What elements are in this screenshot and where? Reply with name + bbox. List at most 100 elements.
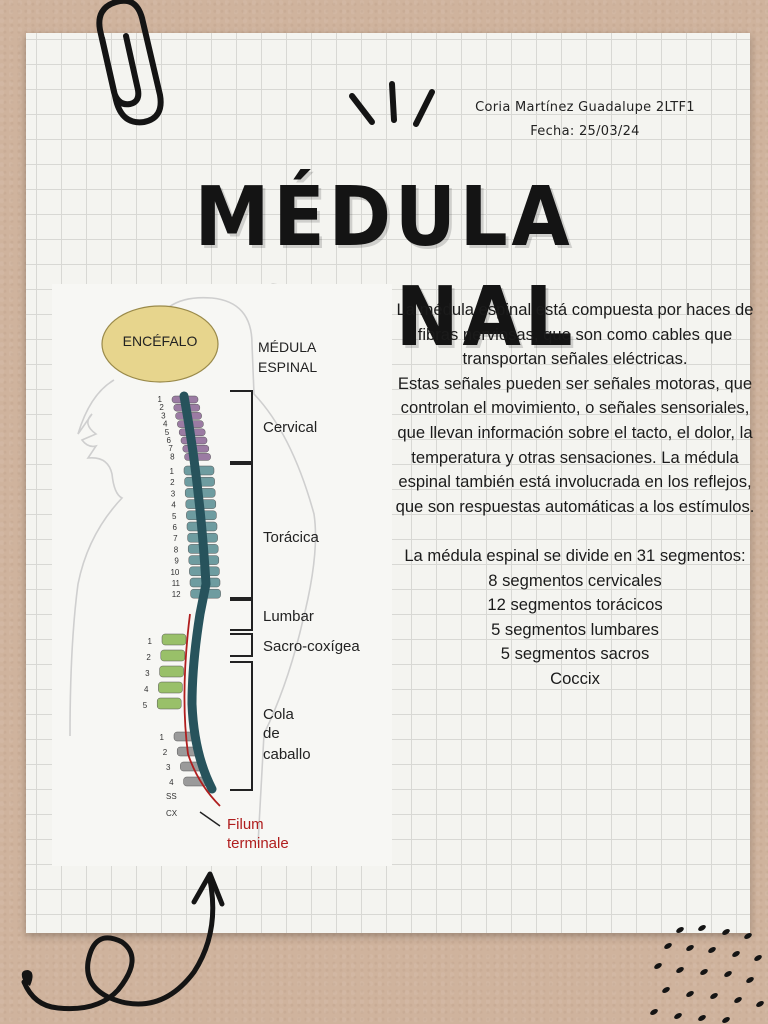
dot-mark	[676, 927, 684, 933]
vertebra-number-cervical: 8	[170, 452, 175, 461]
brain-label: ENCÉFALO	[123, 333, 198, 349]
vertebra-number-sacral: 2	[163, 748, 168, 757]
label-de: de	[263, 725, 280, 742]
vertebra-number-sacral: 1	[160, 733, 165, 742]
filum-pointer	[199, 811, 221, 827]
vertebra-lumbar	[158, 681, 183, 694]
label-toracica: Torácica	[263, 529, 320, 546]
bracket-lumbar	[230, 599, 253, 631]
dot-mark	[708, 947, 716, 953]
cord-label-2: ESPINAL	[258, 359, 317, 375]
dot-mark	[710, 993, 718, 999]
dots-doodle-icon	[650, 925, 764, 1023]
dot-mark	[756, 1001, 764, 1007]
vertebra-number-lumbar: 5	[143, 701, 148, 710]
label-cx: CX	[166, 809, 178, 818]
dot-mark	[650, 1009, 658, 1015]
spine-svg: ENCÉFALO MÉDULA ESPINAL 1234567812345678…	[69, 296, 360, 852]
paragraph-1: La médula espinal está compuesta por hac…	[396, 300, 754, 369]
vertebra-lumbar	[160, 649, 186, 662]
vertebra-number-thoracic: 1	[170, 467, 175, 476]
dot-mark	[654, 963, 662, 969]
segment-item: Coccix	[550, 668, 600, 688]
bracket-cervical	[230, 390, 253, 463]
bracket-thoracic	[230, 463, 253, 599]
dot-mark	[676, 967, 684, 973]
vertebra-number-thoracic: 4	[171, 501, 176, 510]
vertebra-number-sacral: 3	[166, 763, 171, 772]
dot-mark	[732, 951, 740, 957]
dot-mark	[746, 977, 754, 983]
dot-mark	[754, 955, 762, 961]
vertebra-number-thoracic: 3	[171, 489, 176, 498]
dot-mark	[662, 987, 670, 993]
paragraph-gap	[394, 519, 756, 544]
vertebra-number-lumbar: 1	[148, 637, 153, 646]
vertebra-number-cervical: 3	[161, 411, 166, 420]
vertebra-lumbar	[161, 633, 187, 646]
dot-mark	[698, 1015, 706, 1021]
cord-label-1: MÉDULA	[258, 339, 317, 355]
bracket-sacral	[230, 633, 253, 657]
vertebra-lumbar	[159, 665, 184, 678]
vertebra-number-thoracic: 11	[172, 579, 181, 588]
vertebra-number-thoracic: 10	[170, 568, 179, 577]
vertebra-number-thoracic: 12	[172, 590, 181, 599]
spark-doodle-icon	[349, 81, 435, 127]
curly-arrow-icon	[21, 871, 225, 1012]
dot-mark	[686, 991, 694, 997]
dot-mark	[722, 1017, 730, 1023]
label-sacro: Sacro-coxígea	[263, 638, 360, 655]
label-lumbar: Lumbar	[263, 608, 314, 625]
segment-item: 5 segmentos lumbares	[491, 619, 659, 639]
dot-mark	[744, 933, 752, 939]
dot-mark	[722, 929, 730, 935]
filum-line	[183, 613, 221, 807]
segment-item: 12 segmentos torácicos	[487, 595, 663, 615]
vertebra-number-lumbar: 2	[146, 653, 151, 662]
dot-mark	[724, 971, 732, 977]
vertebra-number-thoracic: 7	[173, 534, 178, 543]
vertebra-number-sacral: 4	[169, 778, 174, 787]
label-cola: Cola	[263, 706, 295, 723]
description-text: La médula espinal está compuesta por hac…	[394, 298, 756, 692]
date-label: Fecha: 25/03/24	[530, 124, 640, 139]
label-ss: SS	[166, 792, 177, 801]
vertebra-number-thoracic: 5	[172, 512, 177, 521]
region-brackets	[230, 390, 253, 791]
dot-mark	[698, 925, 706, 931]
author-header: Coria Martínez Guadalupe 2LTF1 Fecha: 25…	[470, 96, 700, 144]
vertebra-number-cervical: 6	[167, 436, 172, 445]
face-outline	[69, 379, 124, 737]
label-filum-2: terminale	[227, 835, 289, 852]
brain-shape	[101, 305, 219, 383]
vertebra-number-cervical: 7	[168, 444, 173, 453]
vertebra-number-cervical: 4	[163, 420, 168, 429]
body-outline	[151, 296, 317, 845]
vertebra-number-thoracic: 9	[174, 557, 179, 566]
vertebra-number-thoracic: 6	[173, 523, 178, 532]
label-caballo: caballo	[263, 746, 311, 763]
vertebra-number-cervical: 5	[165, 428, 170, 437]
vertebra-lumbar	[156, 697, 182, 710]
dot-mark	[734, 997, 742, 1003]
segment-item: 5 segmentos sacros	[500, 644, 650, 664]
bracket-cauda	[230, 661, 253, 791]
paragraph-3: La médula espinal se divide en 31 segmen…	[404, 545, 746, 565]
dot-mark	[674, 1013, 682, 1019]
segment-item: 8 segmentos cervicales	[488, 570, 662, 590]
dot-mark	[686, 945, 694, 951]
vertebra-number-lumbar: 4	[144, 685, 149, 694]
dot-mark	[700, 969, 708, 975]
spinal-cord	[179, 391, 217, 794]
vertebra-number-lumbar: 3	[145, 669, 150, 678]
vertebra-number-thoracic: 8	[174, 545, 179, 554]
label-filum-1: Filum	[227, 816, 264, 833]
vertebra-number-cervical: 2	[159, 403, 164, 412]
paragraph-2: Estas señales pueden ser señales motoras…	[395, 373, 755, 516]
paperclip-icon	[96, 0, 164, 126]
label-cervical: Cervical	[263, 419, 317, 436]
vertebra-number-thoracic: 2	[170, 478, 175, 487]
dot-mark	[664, 943, 672, 949]
